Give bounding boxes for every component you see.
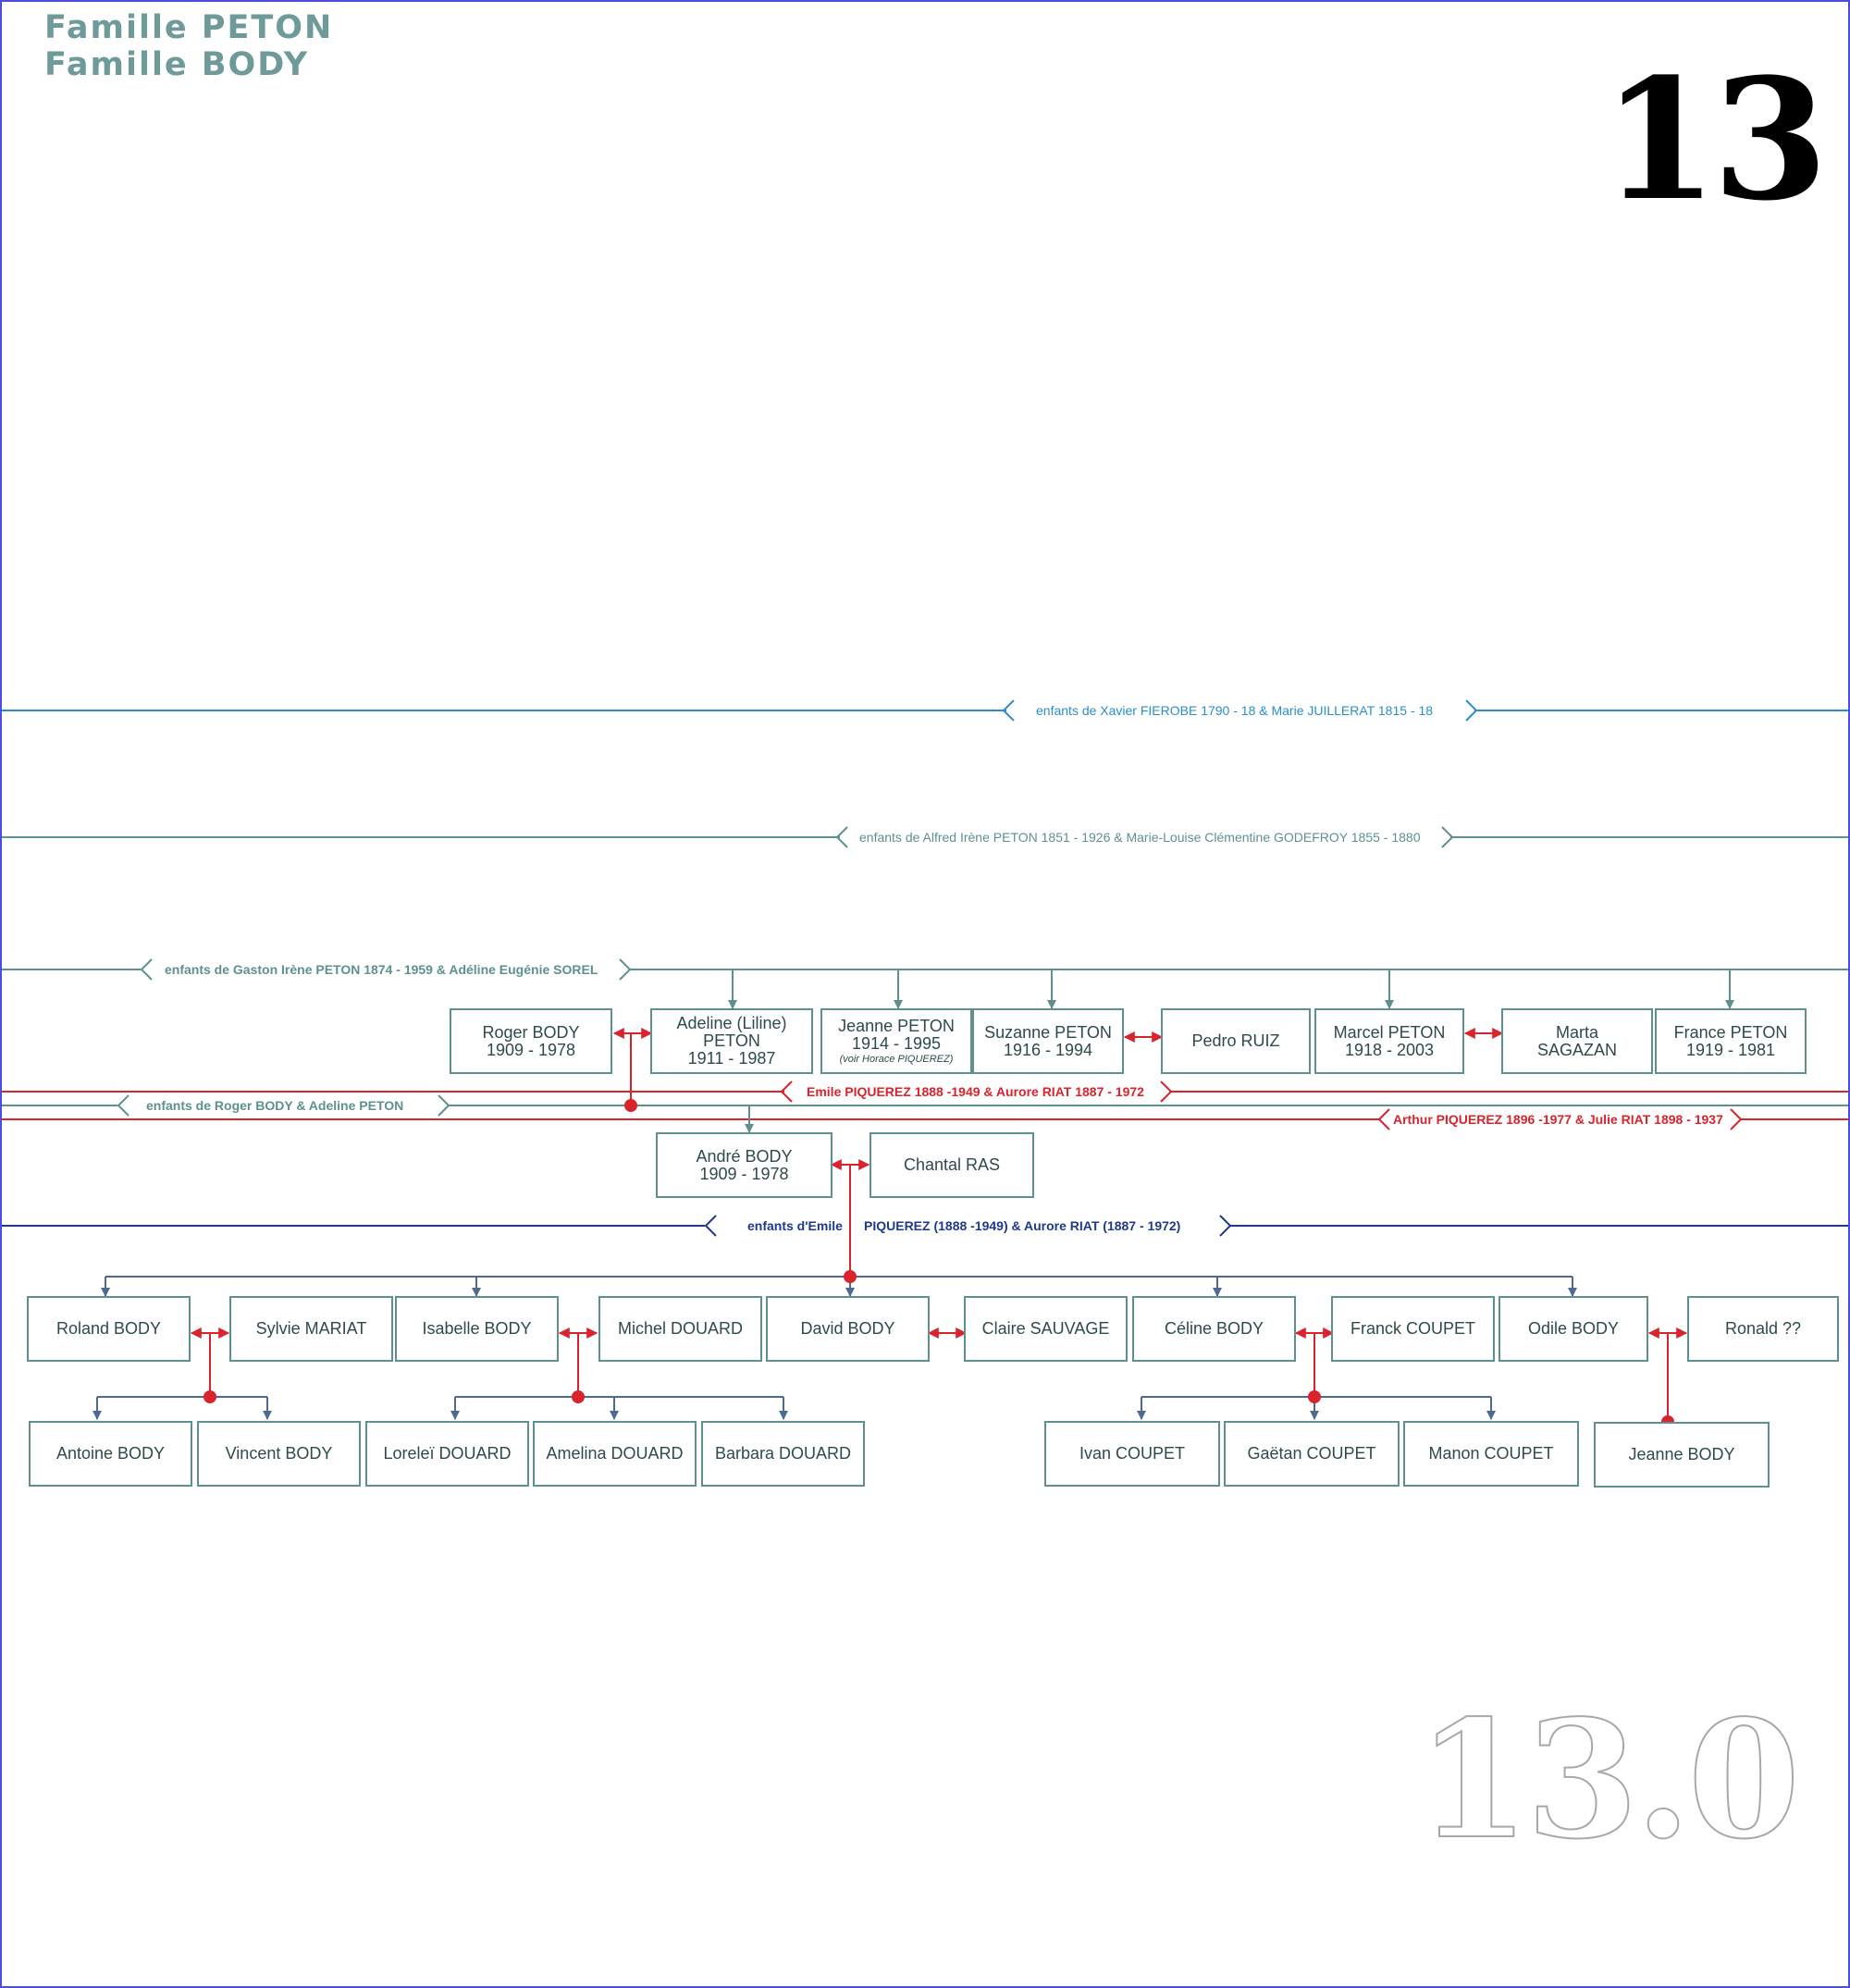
person-dates: 1909 - 1978 bbox=[699, 1164, 789, 1183]
person-antoine-body[interactable]: Antoine BODY bbox=[29, 1421, 192, 1487]
person-franck-coupet[interactable]: Franck COUPET bbox=[1331, 1296, 1495, 1362]
person-andre-body[interactable]: André BODY 1909 - 1978 bbox=[656, 1132, 832, 1198]
lineage-label-emile-children-a: enfants d'Emile bbox=[744, 1217, 846, 1234]
person-name: David BODY bbox=[800, 1319, 895, 1339]
person-name: Adeline (Liline) bbox=[676, 1014, 787, 1033]
person-name: Céline BODY bbox=[1164, 1319, 1264, 1339]
person-jeanne-body[interactable]: Jeanne BODY bbox=[1594, 1422, 1770, 1488]
person-name: Marta bbox=[1555, 1022, 1598, 1042]
person-dates: 1911 - 1987 bbox=[687, 1048, 776, 1068]
person-name: Roland BODY bbox=[56, 1319, 162, 1339]
person-name: Chantal RAS bbox=[903, 1155, 1001, 1175]
person-name: France PETON bbox=[1673, 1022, 1788, 1042]
person-name: Franck COUPET bbox=[1350, 1319, 1476, 1339]
couple-arrows bbox=[190, 1028, 1688, 1339]
person-chantal-ras[interactable]: Chantal RAS bbox=[870, 1132, 1034, 1198]
person-name: Odile BODY bbox=[1527, 1319, 1620, 1339]
person-ronald[interactable]: Ronald ?? bbox=[1687, 1296, 1839, 1362]
descent-odile-ronald bbox=[1661, 1333, 1674, 1428]
person-marcel-peton[interactable]: Marcel PETON 1918 - 2003 bbox=[1314, 1008, 1464, 1074]
person-claire-sauvage[interactable]: Claire SAUVAGE bbox=[964, 1296, 1128, 1362]
sheet-number: 13.0 bbox=[1416, 1685, 1801, 1875]
person-manon-coupet[interactable]: Manon COUPET bbox=[1403, 1421, 1579, 1487]
person-jeanne-peton[interactable]: Jeanne PETON 1914 - 1995 (voir Horace PI… bbox=[820, 1008, 972, 1074]
person-dates: 1918 - 2003 bbox=[1344, 1040, 1435, 1059]
lineage-label-fierobe: enfants de Xavier FIEROBE 1790 - 18 & Ma… bbox=[1032, 702, 1437, 719]
person-france-peton[interactable]: France PETON 1919 - 1981 bbox=[1655, 1008, 1807, 1074]
person-roger-body[interactable]: Roger BODY 1909 - 1978 bbox=[450, 1008, 612, 1074]
lineage-label-roger-body: enfants de Roger BODY & Adeline PETON bbox=[142, 1097, 408, 1114]
person-name: Loreleï DOUARD bbox=[383, 1444, 512, 1463]
family-title-body: Famille BODY bbox=[44, 46, 310, 83]
page-number: 13 bbox=[1602, 43, 1829, 238]
person-name: Ivan COUPET bbox=[1079, 1444, 1186, 1463]
person-name: Marcel PETON bbox=[1333, 1022, 1446, 1042]
person-ivan-coupet[interactable]: Ivan COUPET bbox=[1044, 1421, 1220, 1487]
person-name: Pedro RUIZ bbox=[1191, 1031, 1280, 1051]
lineage-line-emile-piquerez bbox=[2, 1080, 1848, 1103]
person-note: (voir Horace PIQUEREZ) bbox=[839, 1053, 954, 1065]
person-name: Vincent BODY bbox=[225, 1444, 333, 1463]
person-marta-sagazan[interactable]: Marta SAGAZAN bbox=[1501, 1008, 1653, 1074]
person-sylvie-mariat[interactable]: Sylvie MARIAT bbox=[229, 1296, 393, 1362]
person-name: Gaëtan COUPET bbox=[1247, 1444, 1376, 1463]
person-name: Manon COUPET bbox=[1428, 1444, 1554, 1463]
lineage-line-arthur-piquerez bbox=[2, 1108, 1848, 1130]
person-name: Antoine BODY bbox=[56, 1444, 166, 1463]
person-michel-douard[interactable]: Michel DOUARD bbox=[598, 1296, 762, 1362]
person-vincent-body[interactable]: Vincent BODY bbox=[197, 1421, 361, 1487]
person-amelina-douard[interactable]: Amelina DOUARD bbox=[533, 1421, 697, 1487]
descent-andre-chantal bbox=[101, 1165, 1577, 1297]
person-dates: 1909 - 1978 bbox=[486, 1040, 576, 1059]
person-barbara-douard[interactable]: Barbara DOUARD bbox=[701, 1421, 865, 1487]
person-name: Isabelle BODY bbox=[422, 1319, 532, 1339]
lineage-line-gaston-peton bbox=[2, 958, 1848, 981]
person-isabelle-body[interactable]: Isabelle BODY bbox=[395, 1296, 559, 1362]
descent-celine-franck bbox=[1137, 1333, 1496, 1420]
person-name: Barbara DOUARD bbox=[714, 1444, 852, 1463]
family-title-peton: Famille PETON bbox=[44, 9, 334, 46]
person-name: Suzanne PETON bbox=[984, 1022, 1112, 1042]
person-name: Claire SAUVAGE bbox=[981, 1319, 1110, 1339]
descent-arrows-peton-siblings bbox=[728, 969, 1734, 1009]
person-name: Roger BODY bbox=[482, 1022, 580, 1042]
person-gaetan-coupet[interactable]: Gaëtan COUPET bbox=[1224, 1421, 1400, 1487]
person-adeline-peton[interactable]: Adeline (Liline) PETON 1911 - 1987 bbox=[650, 1008, 813, 1074]
person-name: Sylvie MARIAT bbox=[255, 1319, 367, 1339]
lineage-line-roger-body bbox=[2, 1094, 1848, 1117]
lineage-line-fierobe bbox=[2, 699, 1848, 722]
lineage-line-emile-children bbox=[2, 1215, 1848, 1237]
person-surname: SAGAZAN bbox=[1536, 1040, 1618, 1059]
person-suzanne-peton[interactable]: Suzanne PETON 1916 - 1994 bbox=[972, 1008, 1124, 1074]
person-name: Ronald ?? bbox=[1724, 1319, 1802, 1339]
person-name: Michel DOUARD bbox=[617, 1319, 744, 1339]
person-name: André BODY bbox=[696, 1146, 793, 1166]
lineage-label-alfred-peton: enfants de Alfred Irène PETON 1851 - 192… bbox=[856, 829, 1424, 846]
descent-isabelle-michel bbox=[450, 1333, 788, 1420]
person-surname: PETON bbox=[703, 1031, 760, 1051]
person-david-body[interactable]: David BODY bbox=[766, 1296, 930, 1362]
person-name: Jeanne PETON bbox=[838, 1016, 955, 1035]
person-pedro-ruiz[interactable]: Pedro RUIZ bbox=[1161, 1008, 1311, 1074]
descent-roland-sylvie bbox=[92, 1333, 272, 1420]
lineage-label-emile-children-b: PIQUEREZ (1888 -1949) & Aurore RIAT (188… bbox=[860, 1217, 1185, 1234]
person-dates: 1916 - 1994 bbox=[1003, 1040, 1093, 1059]
person-dates: 1919 - 1981 bbox=[1685, 1040, 1776, 1059]
lineage-line-alfred-peton bbox=[2, 826, 1848, 848]
person-name: Amelina DOUARD bbox=[546, 1444, 684, 1463]
person-dates: 1914 - 1995 bbox=[851, 1033, 942, 1053]
lineage-label-arthur-piquerez: Arthur PIQUEREZ 1896 -1977 & Julie RIAT … bbox=[1389, 1111, 1727, 1128]
person-name: Jeanne BODY bbox=[1628, 1445, 1735, 1464]
lineage-label-emile-piquerez: Emile PIQUEREZ 1888 -1949 & Aurore RIAT … bbox=[803, 1083, 1148, 1100]
person-roland-body[interactable]: Roland BODY bbox=[27, 1296, 191, 1362]
descent-roger-adeline bbox=[624, 1033, 754, 1133]
lineage-label-gaston-peton: enfants de Gaston Irène PETON 1874 - 195… bbox=[161, 961, 602, 978]
person-celine-body[interactable]: Céline BODY bbox=[1132, 1296, 1296, 1362]
person-lorelei-douard[interactable]: Loreleï DOUARD bbox=[365, 1421, 529, 1487]
person-odile-body[interactable]: Odile BODY bbox=[1498, 1296, 1648, 1362]
